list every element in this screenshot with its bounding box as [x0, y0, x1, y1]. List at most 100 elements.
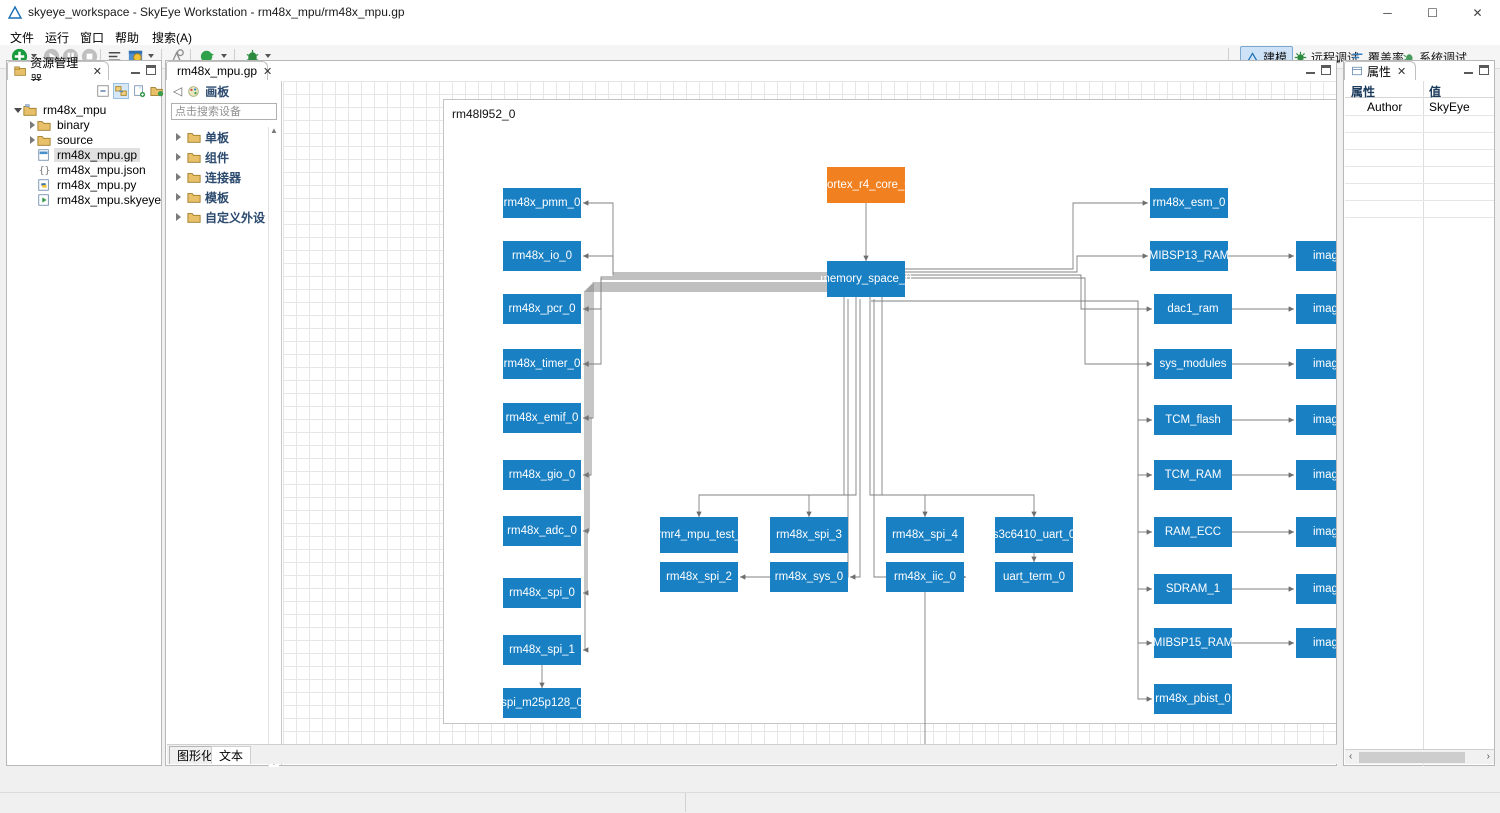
- diagram-node-spi_m25p128_0[interactable]: spi_m25p128_0: [501, 688, 583, 718]
- editor-minimize-icon[interactable]: [1306, 65, 1315, 74]
- palette-item-custom-peripheral[interactable]: 自定义外设: [167, 207, 271, 227]
- property-row[interactable]: [1345, 167, 1494, 184]
- diagram-node-SDRAM_1[interactable]: SDRAM_1: [1154, 574, 1232, 604]
- diagram-node-rm48x_pcr_0[interactable]: rm48x_pcr_0: [503, 294, 581, 324]
- diagram-node-image_6[interactable]: image_6: [1296, 574, 1336, 604]
- diagram-node-rm48x_esm_0[interactable]: rm48x_esm_0: [1150, 188, 1228, 218]
- diagram-node-rm48x_emif_0[interactable]: rm48x_emif_0: [503, 403, 581, 433]
- tree-item-source[interactable]: source: [7, 132, 161, 147]
- properties-tab-close-icon[interactable]: ✕: [1397, 65, 1407, 78]
- diagram-node-s3c6410_uart_0[interactable]: s3c6410_uart_0: [993, 517, 1075, 553]
- new-dropdown-caret[interactable]: [31, 54, 37, 58]
- property-row[interactable]: [1345, 201, 1494, 218]
- tree-item-binary[interactable]: binary: [7, 117, 161, 132]
- diagram-node-image_0[interactable]: image_0: [1296, 241, 1336, 271]
- diagram-node-memory_space_0[interactable]: memory_space_0: [820, 261, 912, 297]
- diagram-node-rm48x_spi_3[interactable]: rm48x_spi_3: [770, 517, 848, 553]
- property-row[interactable]: [1345, 133, 1494, 150]
- diagram-node-RAM_ECC[interactable]: RAM_ECC: [1154, 517, 1232, 547]
- chevron-right-icon[interactable]: [173, 172, 183, 182]
- properties-tab[interactable]: 属性 ✕: [1344, 61, 1416, 80]
- diagram-node-rm48x_sys_0[interactable]: rm48x_sys_0: [770, 562, 848, 592]
- open-folder-icon[interactable]: [149, 83, 165, 99]
- properties-horizontal-scrollbar[interactable]: ‹ ›: [1345, 749, 1494, 764]
- property-row[interactable]: [1345, 150, 1494, 167]
- maximize-button[interactable]: ☐: [1427, 6, 1438, 20]
- tree-item-rm48x_mpu-py[interactable]: rm48x_mpu.py: [7, 177, 161, 192]
- menu-item-window[interactable]: 窗口: [80, 31, 105, 45]
- diagram-node-rm48x_spi_2[interactable]: rm48x_spi_2: [660, 562, 738, 592]
- palette-item-board[interactable]: 单板: [167, 127, 271, 147]
- chevron-right-icon[interactable]: [173, 132, 183, 142]
- scrollbar-thumb[interactable]: [1359, 752, 1465, 763]
- palette-scroll-up-icon[interactable]: ▲: [270, 126, 278, 135]
- debug-dropdown-caret[interactable]: [265, 54, 271, 58]
- minimize-button[interactable]: ─: [1383, 6, 1392, 20]
- tab-graphical[interactable]: 图形化: [169, 746, 222, 764]
- diagram-node-armr4_mpu_test_0[interactable]: armr4_mpu_test_0: [651, 517, 747, 553]
- tree-item-rm48x_mpu-gp[interactable]: rm48x_mpu.gp: [7, 147, 161, 162]
- diagram-node-rm48x_gio_0[interactable]: rm48x_gio_0: [503, 460, 581, 490]
- menu-item-help[interactable]: 帮助: [115, 31, 140, 45]
- chevron-right-icon[interactable]: [173, 152, 183, 162]
- tree-item-rm48x_mpu-skyeye[interactable]: rm48x_mpu.skyeye: [7, 192, 161, 207]
- menu-item-file[interactable]: 文件: [10, 31, 35, 45]
- diagram-node-rm48x_adc_0[interactable]: rm48x_adc_0: [503, 516, 581, 546]
- explorer-maximize-icon[interactable]: [146, 65, 156, 75]
- diagram-node-rm48x_spi_1[interactable]: rm48x_spi_1: [503, 635, 581, 665]
- diagram-node-image_4[interactable]: image_4: [1296, 460, 1336, 490]
- run-config-dropdown-caret[interactable]: [221, 54, 227, 58]
- close-button[interactable]: ✕: [1472, 6, 1483, 20]
- new-file-icon[interactable]: [131, 83, 147, 99]
- diagram-node-rm48x_io_0[interactable]: rm48x_io_0: [503, 241, 581, 271]
- chevron-right-icon[interactable]: [173, 212, 183, 222]
- tree-item-rm48x_mpu[interactable]: rm48x_mpu: [7, 102, 161, 117]
- diagram-node-cortex_r4_core_0[interactable]: cortex_r4_core_0: [821, 167, 911, 203]
- diagram-node-rm48x_timer_0[interactable]: rm48x_timer_0: [503, 349, 581, 379]
- run-config-icon[interactable]: [198, 47, 217, 66]
- scroll-left-icon[interactable]: ‹: [1349, 751, 1353, 762]
- diagram-node-image_3[interactable]: image_3: [1296, 405, 1336, 435]
- scroll-right-icon[interactable]: ›: [1486, 751, 1490, 762]
- palette-back-icon[interactable]: ◁: [173, 84, 183, 98]
- explorer-tab[interactable]: 资源管理器 ✕: [7, 56, 109, 87]
- diagram-node-TCM_RAM[interactable]: TCM_RAM: [1154, 460, 1232, 490]
- property-row[interactable]: Author SkyEye: [1345, 99, 1494, 116]
- palette-item-template[interactable]: 模板: [167, 187, 271, 207]
- diagram-node-rm48x_spi_4[interactable]: rm48x_spi_4: [886, 517, 964, 553]
- diagram-node-image_2[interactable]: image_2: [1296, 349, 1336, 379]
- editor-tab-rm48x_mpu-gp[interactable]: rm48x_mpu.gp ✕: [166, 61, 272, 80]
- diagram-node-MIBSP15_RAM[interactable]: MIBSP15_RAM: [1153, 628, 1233, 658]
- chevron-right-icon[interactable]: [27, 135, 37, 145]
- diagram-node-rm48x_iic_0[interactable]: rm48x_iic_0: [886, 562, 964, 592]
- diagram-node-rm48x_spi_0[interactable]: rm48x_spi_0: [503, 578, 581, 608]
- palette-item-connector[interactable]: 连接器: [167, 167, 271, 187]
- property-row[interactable]: [1345, 116, 1494, 133]
- palette-item-component[interactable]: 组件: [167, 147, 271, 167]
- diagram-node-uart_term_0[interactable]: uart_term_0: [995, 562, 1073, 592]
- palette-search-input[interactable]: 点击搜索设备: [171, 103, 277, 120]
- settings-dropdown-caret[interactable]: [148, 54, 154, 58]
- explorer-minimize-icon[interactable]: [131, 65, 140, 74]
- properties-maximize-icon[interactable]: [1479, 65, 1489, 75]
- diagram-node-image_1[interactable]: image_1: [1296, 294, 1336, 324]
- chevron-right-icon[interactable]: [173, 192, 183, 202]
- chevron-right-icon[interactable]: [27, 120, 37, 130]
- diagram-node-rm48x_pmm_0[interactable]: rm48x_pmm_0: [503, 188, 581, 218]
- menu-item-run[interactable]: 运行: [45, 31, 70, 45]
- collapse-all-icon[interactable]: [95, 83, 111, 99]
- menu-item-search[interactable]: 搜索(A): [152, 31, 192, 45]
- properties-minimize-icon[interactable]: [1464, 65, 1473, 74]
- tab-text[interactable]: 文本: [211, 746, 252, 764]
- editor-maximize-icon[interactable]: [1321, 65, 1331, 75]
- chevron-down-icon[interactable]: [13, 105, 23, 115]
- diagram-node-sys_modules[interactable]: sys_modules: [1154, 349, 1232, 379]
- diagram-node-image_7[interactable]: image_7: [1296, 628, 1336, 658]
- property-row[interactable]: [1345, 184, 1494, 201]
- explorer-tab-close-icon[interactable]: ✕: [92, 65, 102, 78]
- diagram-node-rm48x_pbist_0[interactable]: rm48x_pbist_0: [1154, 684, 1232, 714]
- diagram-node-MIBSP13_RAM[interactable]: MIBSP13_RAM: [1149, 241, 1229, 271]
- editor-tab-close-icon[interactable]: ✕: [263, 65, 273, 78]
- link-editor-icon[interactable]: [113, 83, 129, 99]
